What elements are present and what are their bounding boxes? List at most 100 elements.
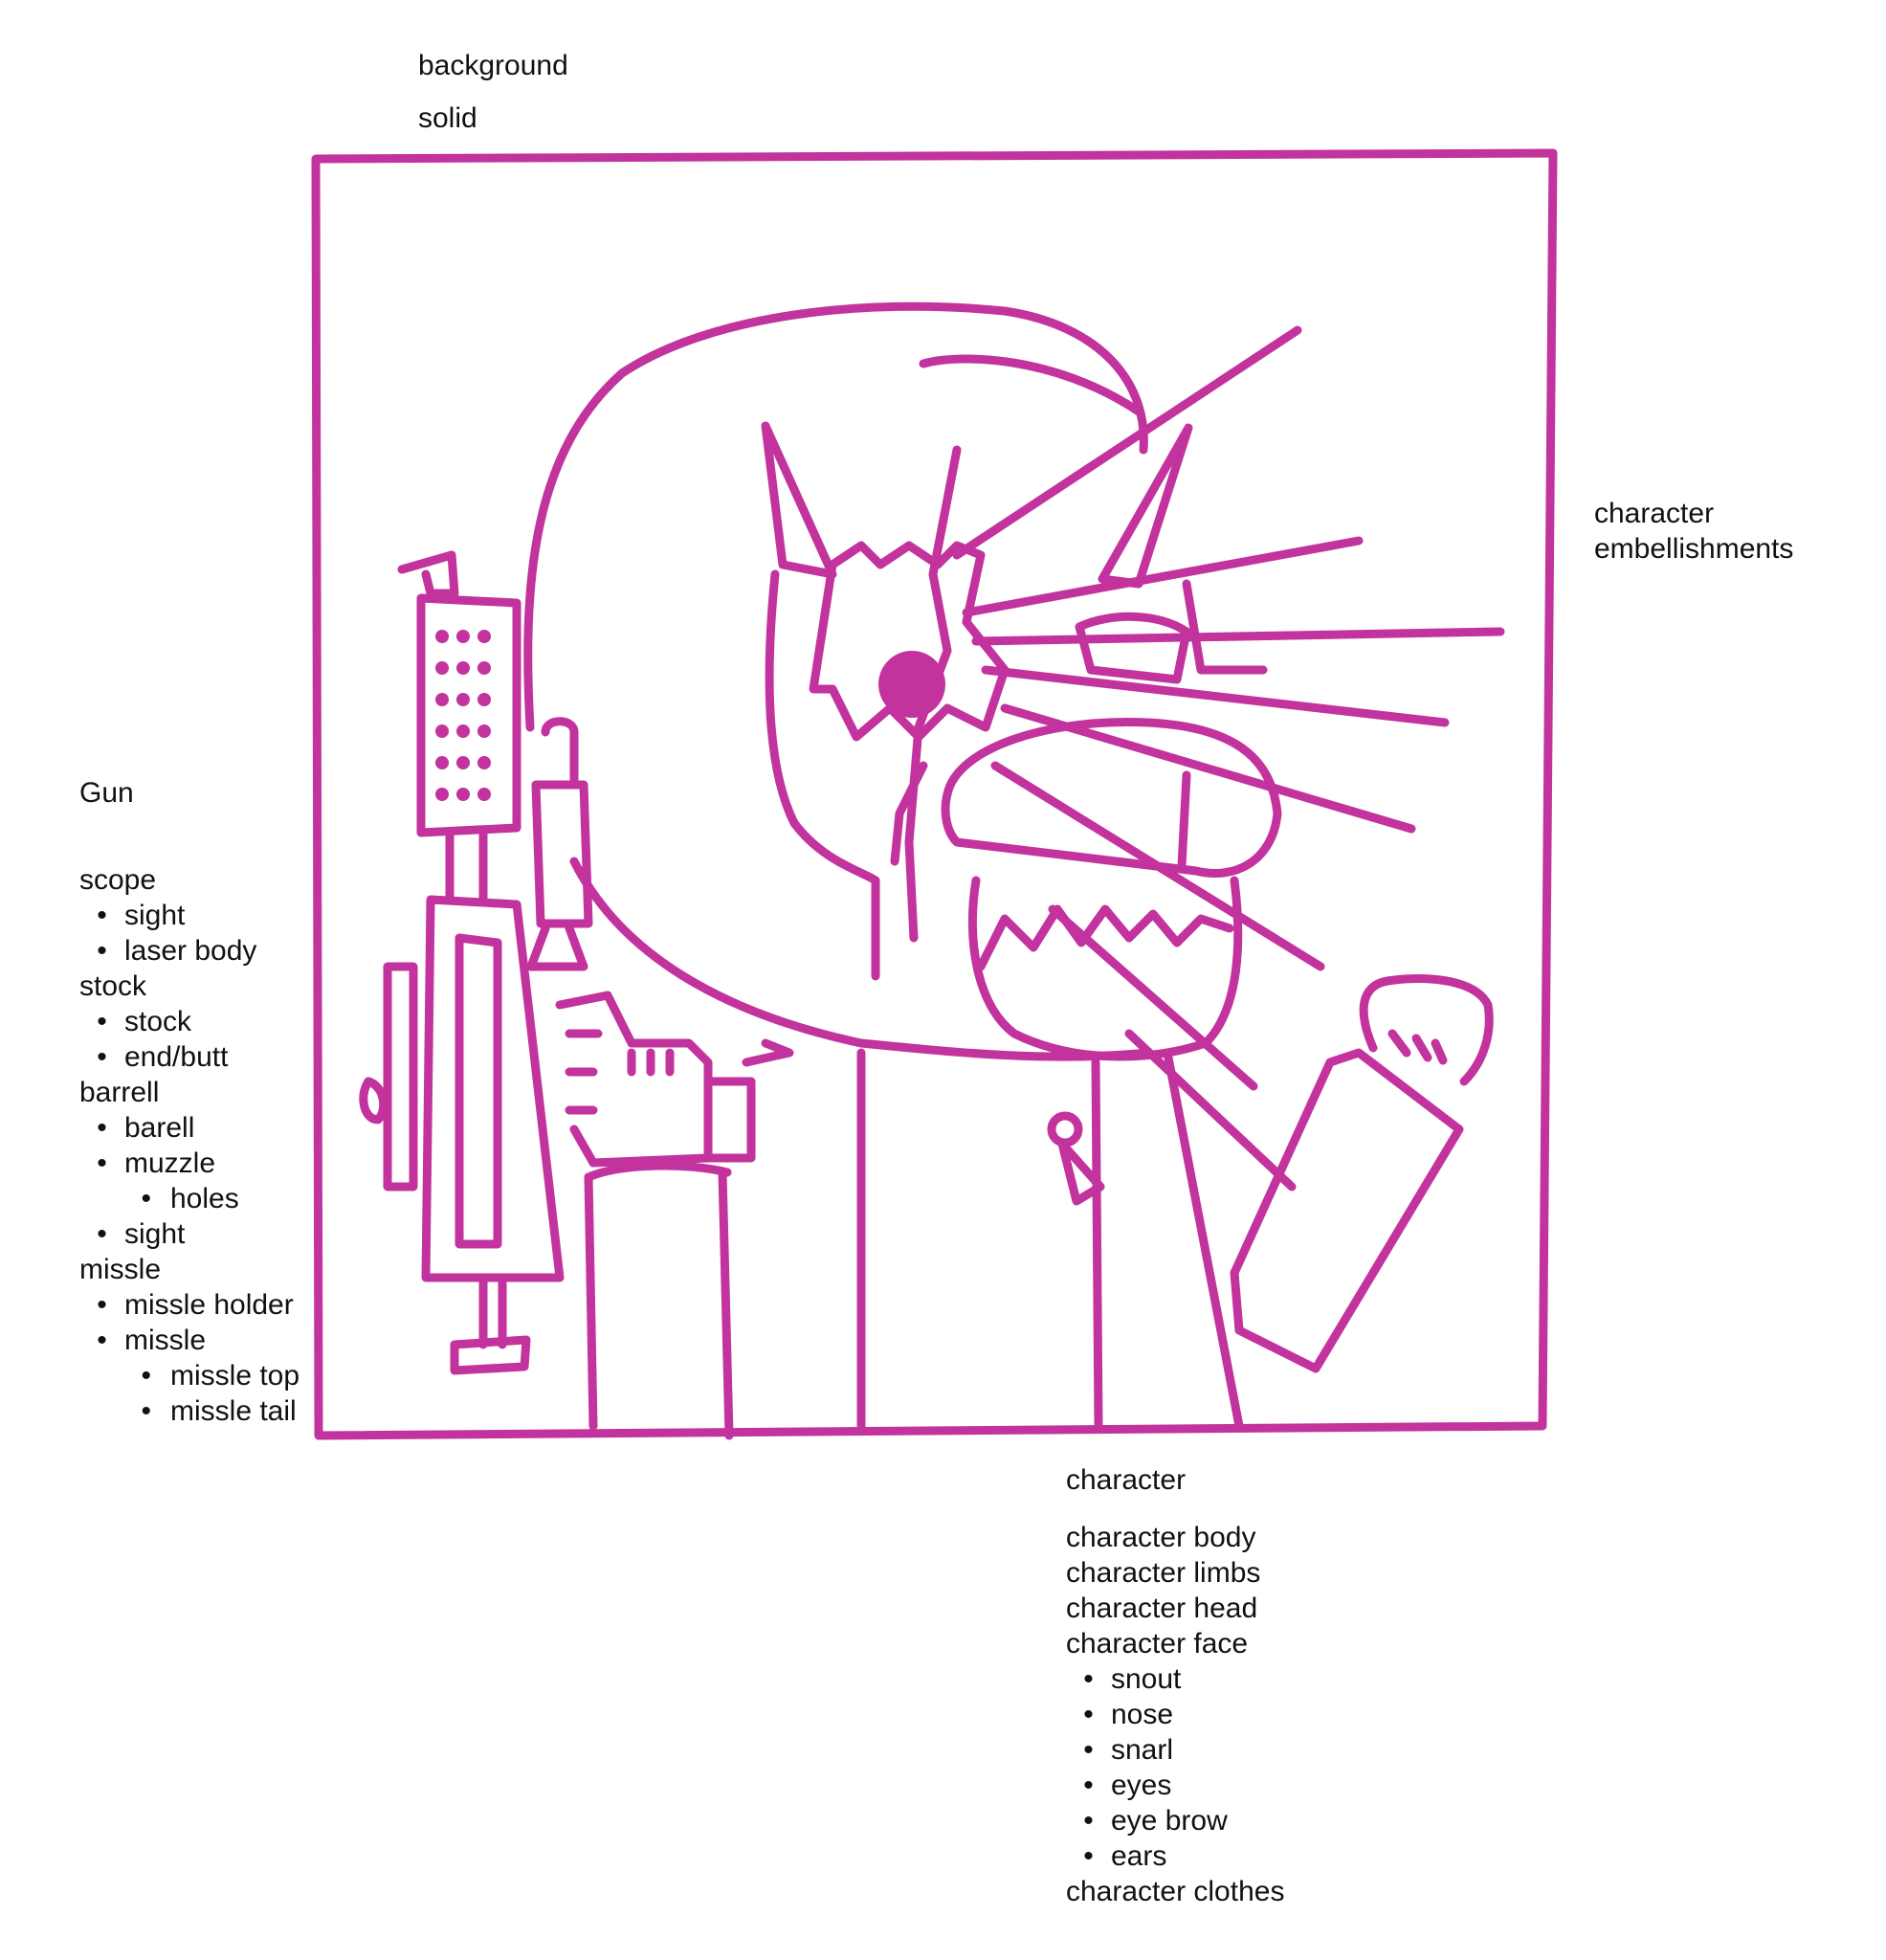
list-item: snout — [1066, 1661, 1284, 1697]
nose-line — [1177, 770, 1191, 871]
list-item-label: nose — [1111, 1699, 1174, 1730]
list-item-label: sight — [124, 900, 186, 931]
ray — [971, 627, 1505, 646]
right-cheek — [1182, 579, 1268, 675]
trigger-ring — [359, 1077, 388, 1125]
ray — [1048, 904, 1258, 1091]
missile-tail — [526, 924, 588, 971]
scope-hole — [477, 724, 491, 738]
cuff — [703, 1077, 756, 1163]
ray — [952, 325, 1302, 560]
list-item: missle — [79, 1323, 300, 1358]
list-item-label: missle holder — [124, 1289, 294, 1321]
list-item: ears — [1066, 1838, 1284, 1874]
eye-scope-dot — [878, 651, 945, 718]
right-eye-outline — [1075, 612, 1191, 684]
list-item-label: snout — [1111, 1663, 1182, 1695]
snout-outline — [941, 717, 1282, 878]
list-item-label: stock — [124, 1006, 192, 1037]
character-parts-list: character body character limbs character… — [1066, 1520, 1284, 1909]
gun-group-scope: scope — [79, 864, 157, 896]
face-outline — [765, 569, 880, 981]
ray — [1000, 703, 1416, 834]
scope-hole — [456, 756, 470, 769]
sleeve-right — [718, 1168, 734, 1440]
gun-group-barrell: barrell — [79, 1077, 160, 1108]
missile-top — [541, 717, 579, 785]
snarl-teeth — [976, 904, 1234, 971]
scope-hole — [435, 724, 449, 738]
pendant-ring — [1047, 1111, 1083, 1147]
mouth-outline — [967, 876, 1243, 1061]
list-item: sight — [79, 1216, 300, 1252]
crack-line-2 — [890, 761, 928, 866]
list-item-label: eyes — [1111, 1770, 1172, 1801]
scope-hole — [456, 630, 470, 643]
list-item-label: snarl — [1111, 1734, 1174, 1766]
scope-hole — [456, 693, 470, 706]
list-item: barell — [79, 1110, 300, 1146]
list-item: eye brow — [1066, 1803, 1284, 1838]
list-item-label: laser body — [124, 935, 257, 967]
pendant-tag — [1057, 1139, 1105, 1206]
list-item: end/butt — [79, 1039, 300, 1075]
hood-outline — [523, 301, 1148, 732]
list-item: snarl — [1066, 1732, 1284, 1768]
ray — [962, 536, 1364, 617]
list-item-label: barell — [124, 1112, 195, 1144]
scope-laser-body — [416, 593, 521, 837]
scope-hole — [477, 661, 491, 675]
scope-hole — [477, 630, 491, 643]
back-curve — [569, 857, 1153, 1061]
list-item-label: sight — [124, 1218, 186, 1250]
left-ear — [761, 421, 837, 579]
scope-hole — [435, 630, 449, 643]
scope-hole — [435, 788, 449, 801]
scope-sight — [397, 550, 459, 598]
list-item-label: missle — [124, 1325, 207, 1356]
list-item-label: end/butt — [124, 1041, 229, 1073]
barrel-body — [421, 895, 565, 1282]
missile-body — [531, 780, 593, 928]
list-item-label: holes — [170, 1183, 239, 1214]
sleeve-left — [584, 1172, 598, 1431]
scope-hole — [435, 693, 449, 706]
scope-hole — [456, 724, 470, 738]
list-item: missle holder — [79, 1287, 300, 1323]
list-item: character face — [1066, 1628, 1249, 1659]
character-title: character — [1066, 1464, 1187, 1496]
list-item: laser body — [79, 933, 300, 969]
background-title: background — [418, 50, 568, 81]
scope-hole — [477, 756, 491, 769]
stock-left — [383, 962, 418, 1192]
ray — [990, 761, 1325, 971]
gun-group-stock: stock — [79, 970, 147, 1002]
list-item: stock — [79, 1004, 300, 1039]
background-item-solid: solid — [418, 102, 477, 134]
list-item: eyes — [1066, 1768, 1284, 1803]
raised-arm — [1230, 1048, 1464, 1373]
list-item: muzzle — [79, 1146, 300, 1181]
list-item: character limbs — [1066, 1557, 1261, 1589]
ray — [1124, 1029, 1297, 1192]
barrel-inner — [455, 933, 502, 1249]
list-item-label: ears — [1111, 1840, 1167, 1872]
embellishments-title-line1: character — [1594, 498, 1715, 529]
stock-butt — [450, 1335, 531, 1375]
sleeve-top — [584, 1161, 732, 1182]
embellishments-title-line2: embellishments — [1594, 533, 1794, 565]
scope-hole — [456, 788, 470, 801]
gun-group-missle: missle — [79, 1254, 162, 1285]
gun-title: Gun — [79, 777, 134, 809]
scope-hole — [435, 756, 449, 769]
list-item-label: muzzle — [124, 1147, 216, 1179]
list-item: character clothes — [1066, 1876, 1285, 1907]
scope-hole — [435, 661, 449, 675]
list-item: character head — [1066, 1592, 1258, 1624]
hand — [555, 991, 713, 1168]
list-item-label: missle top — [170, 1360, 300, 1392]
list-item-label: eye brow — [1111, 1805, 1228, 1837]
knuckle — [1387, 1029, 1411, 1058]
hood-inner — [919, 354, 1143, 416]
list-subitem: holes — [79, 1181, 300, 1216]
